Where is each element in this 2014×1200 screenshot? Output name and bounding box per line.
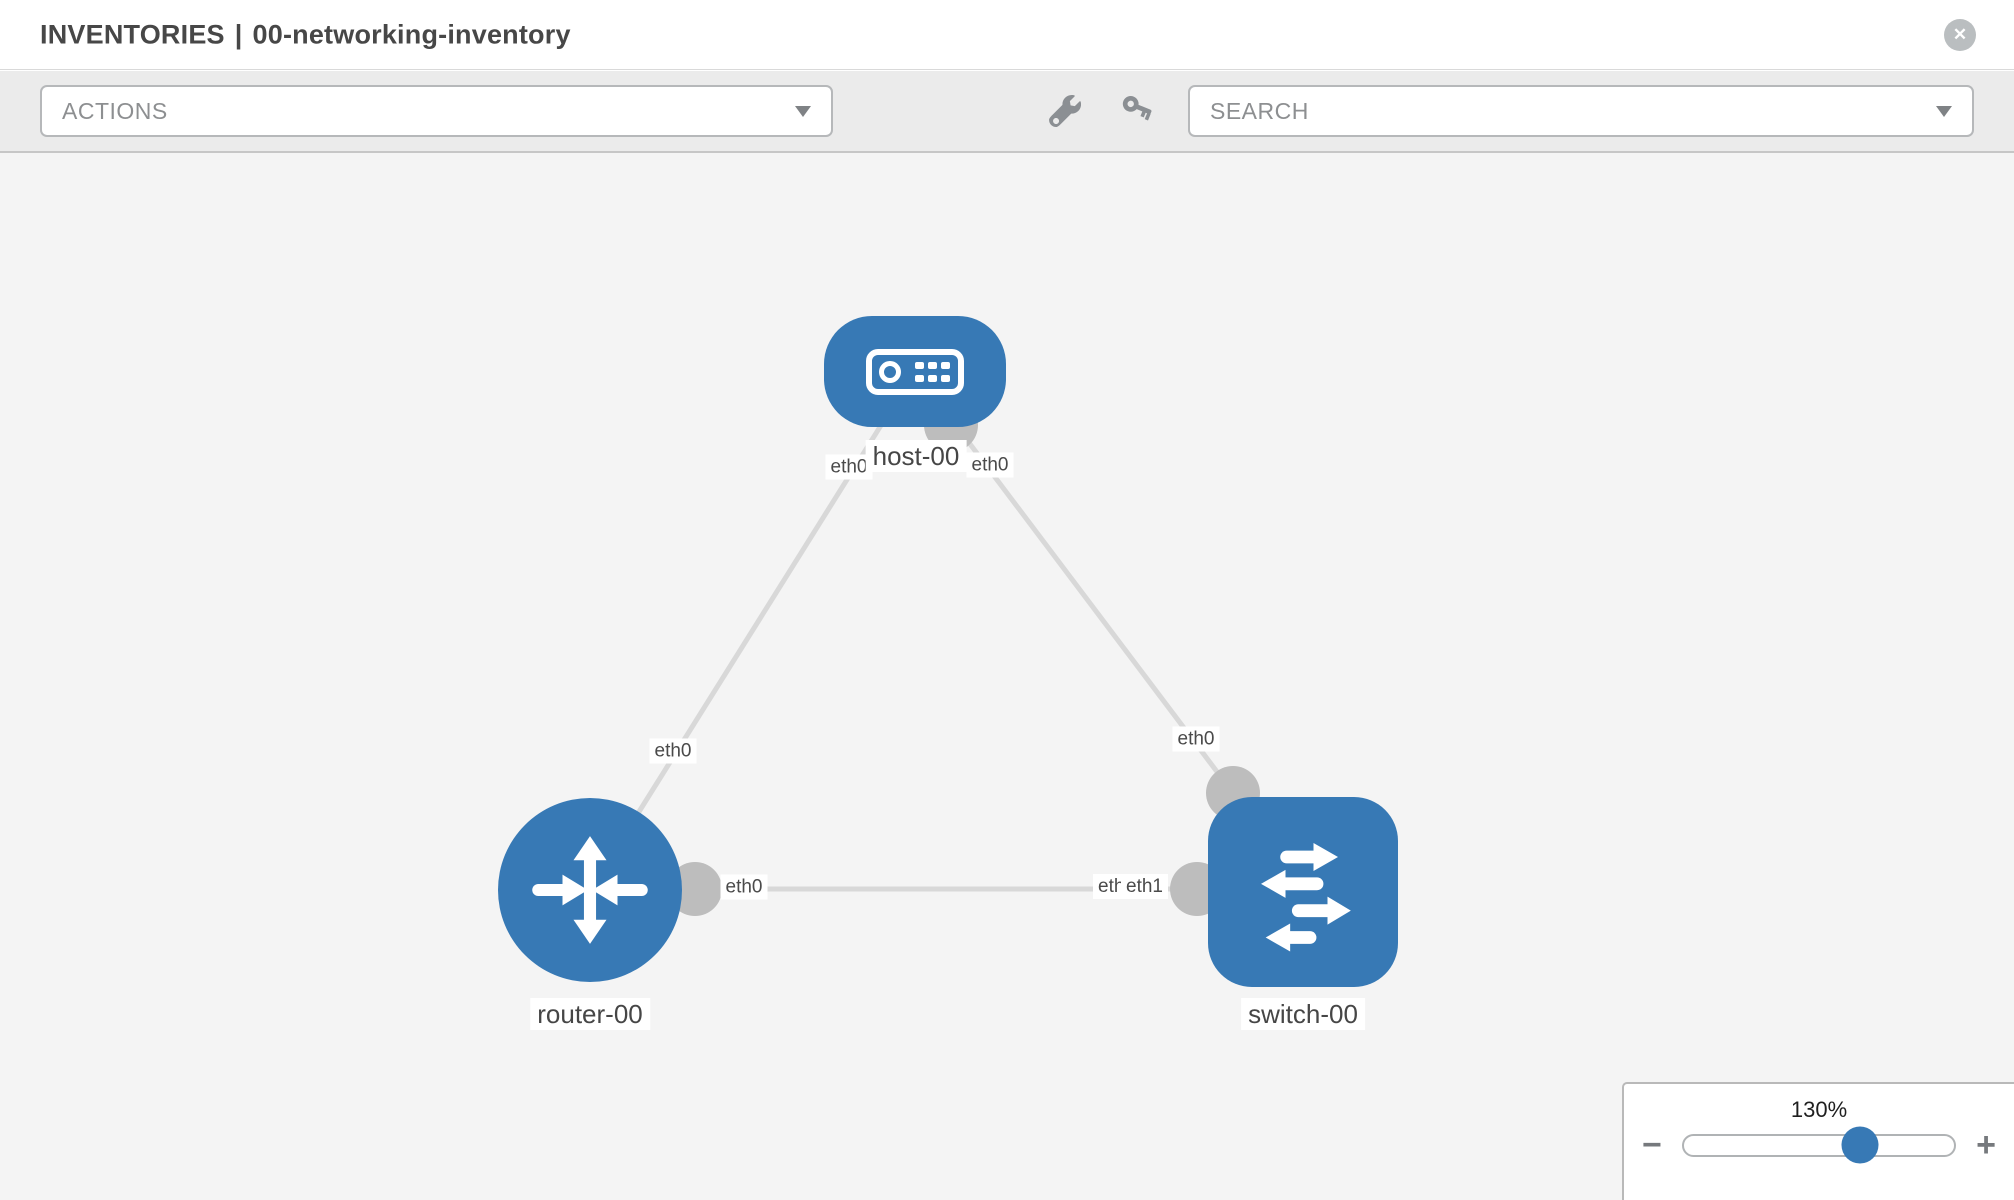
zoom-slider-handle[interactable] <box>1841 1126 1879 1164</box>
chevron-down-icon <box>1936 105 1952 117</box>
node-host-00[interactable] <box>824 316 1006 427</box>
breadcrumb-section: INVENTORIES <box>40 19 225 49</box>
title-separator: | <box>234 19 243 49</box>
search-dropdown-label: SEARCH <box>1210 97 1309 124</box>
chevron-down-icon <box>795 105 811 117</box>
actions-dropdown[interactable]: ACTIONS <box>40 85 833 137</box>
interface-label: eth0 <box>966 452 1014 478</box>
toolbar: ACTIONS SEARCH <box>0 71 2014 153</box>
topology-links <box>587 369 1303 892</box>
zoom-in-button[interactable]: + <box>1976 1126 1996 1164</box>
topology-canvas[interactable]: eth0 eth0 eth0 eth0 eth0 eth0 eth1 host-… <box>0 153 2014 1200</box>
node-switch-00[interactable] <box>1208 797 1398 987</box>
zoom-slider-track[interactable] <box>1681 1126 1957 1164</box>
toolbar-tools <box>1048 94 1154 128</box>
zoom-level: 130% <box>1790 1097 1848 1122</box>
zoom-out-button[interactable]: − <box>1642 1126 1662 1164</box>
zoom-panel: 130% − + <box>1622 1082 2014 1200</box>
switch-arrows-icon <box>1261 843 1351 952</box>
inventory-name: 00-networking-inventory <box>252 19 571 49</box>
node-router-00[interactable] <box>498 798 682 982</box>
close-icon: ✕ <box>1952 25 1968 44</box>
node-label-router: router-00 <box>530 998 650 1030</box>
interface-label: eth0 <box>1172 726 1220 752</box>
interface-label: eth0 <box>825 454 873 480</box>
node-label-switch: switch-00 <box>1241 998 1365 1030</box>
interface-label: eth0 <box>649 738 697 764</box>
close-button[interactable]: ✕ <box>1944 19 1976 51</box>
node-label-host: host-00 <box>865 440 967 472</box>
header: INVENTORIES | 00-networking-inventory ✕ <box>0 0 2014 70</box>
search-dropdown[interactable]: SEARCH <box>1188 85 1974 137</box>
interface-label: eth0 <box>720 874 768 900</box>
wrench-icon[interactable] <box>1048 94 1082 128</box>
server-icon <box>866 348 964 395</box>
router-arrows-icon <box>532 836 648 944</box>
interface-label: eth1 <box>1121 874 1168 899</box>
page-title: INVENTORIES | 00-networking-inventory <box>40 19 571 50</box>
actions-dropdown-label: ACTIONS <box>62 97 168 124</box>
key-icon[interactable] <box>1120 94 1154 128</box>
